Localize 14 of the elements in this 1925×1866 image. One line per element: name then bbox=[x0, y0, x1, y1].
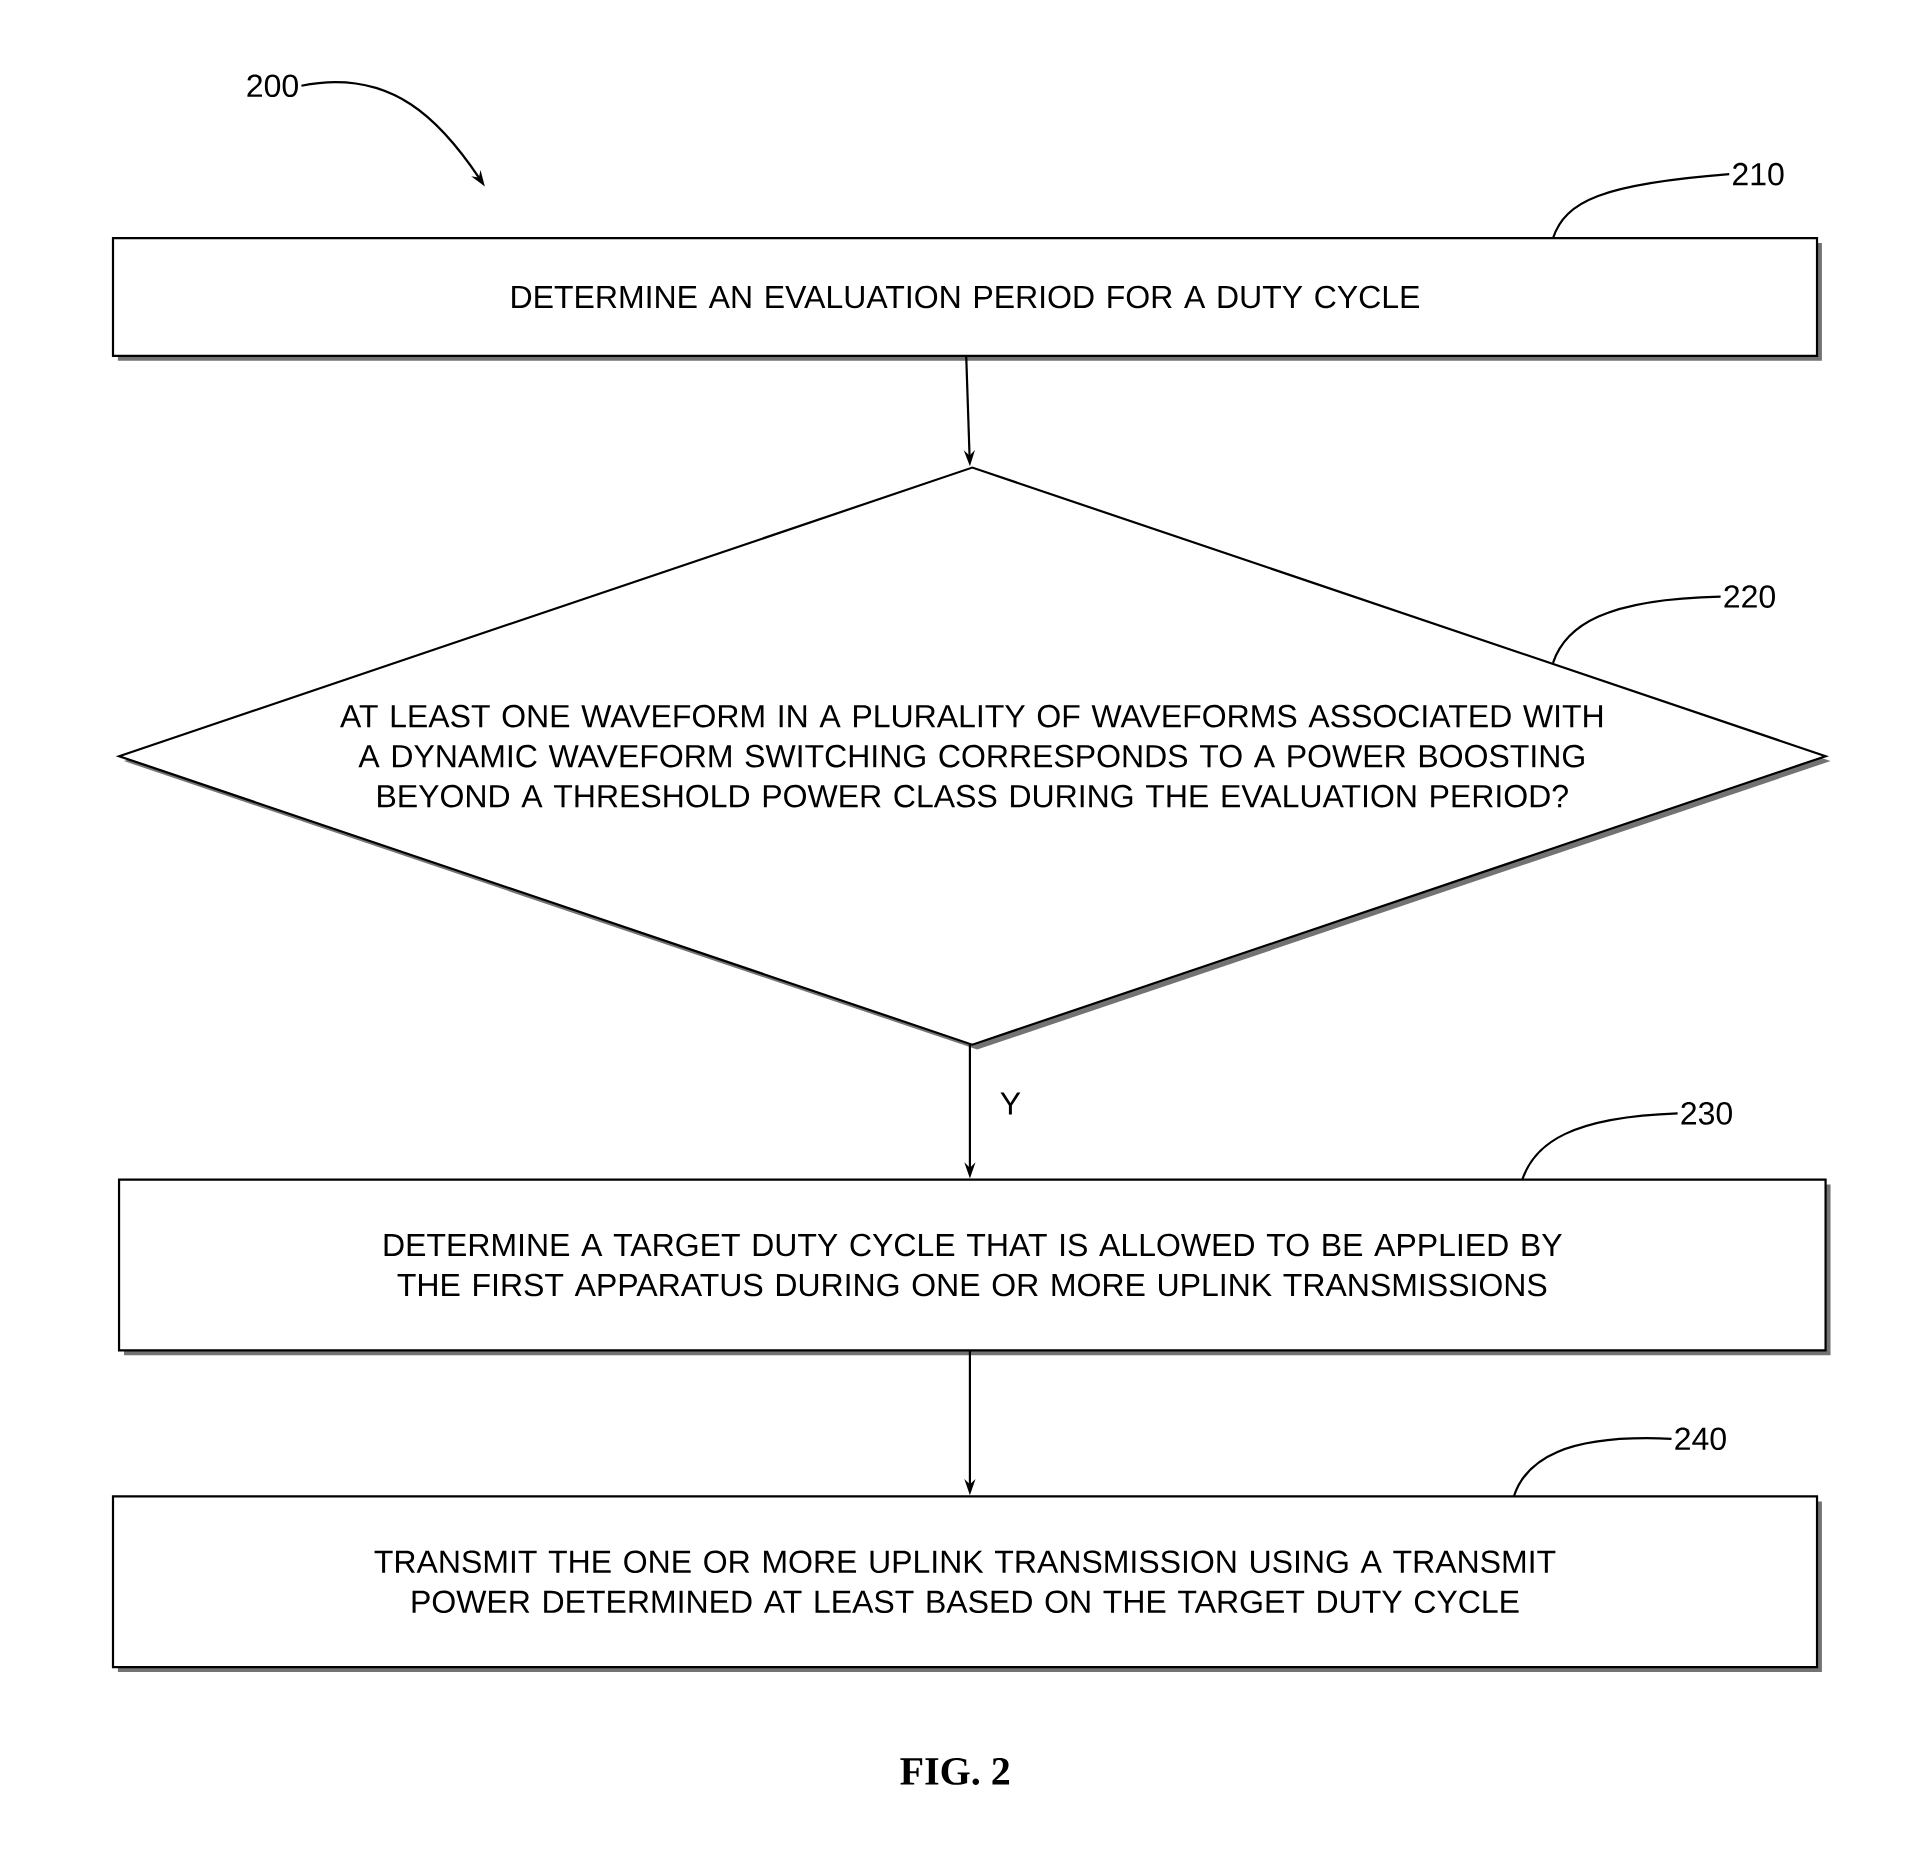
process-box: DETERMINE A TARGET DUTY CYCLE THAT IS ALLOWED TO BE APPLIED BY THE FIRST APPARATUS DURING ONE OR MORE UPLINK TRANSMISSIONS bbox=[117, 1178, 1831, 1356]
reference-numeral: 240 bbox=[1675, 1427, 1726, 1451]
edge-label: Y bbox=[997, 1090, 1024, 1117]
leader-line bbox=[1512, 1437, 1672, 1497]
leader-line bbox=[1521, 1112, 1678, 1181]
reference-numeral: 210 bbox=[1733, 162, 1784, 186]
leader-line bbox=[1552, 173, 1730, 239]
process-box: DETERMINE AN EVALUATION PERIOD FOR A DUTY CYCLE bbox=[111, 236, 1822, 361]
reference-numeral: 220 bbox=[1724, 585, 1775, 608]
figure-caption: FIG. 2 bbox=[900, 1757, 1010, 1785]
reference-numeral: 230 bbox=[1681, 1102, 1732, 1125]
reference-numeral: 200 bbox=[247, 74, 298, 98]
process-box: TRANSMIT THE ONE OR MORE UPLINK TRANSMISSION USING A TRANSMIT POWER DETERMINED AT LEAST BASED ON THE TARGET DUTY CYCLE bbox=[111, 1495, 1822, 1672]
leader-line bbox=[1552, 595, 1721, 664]
